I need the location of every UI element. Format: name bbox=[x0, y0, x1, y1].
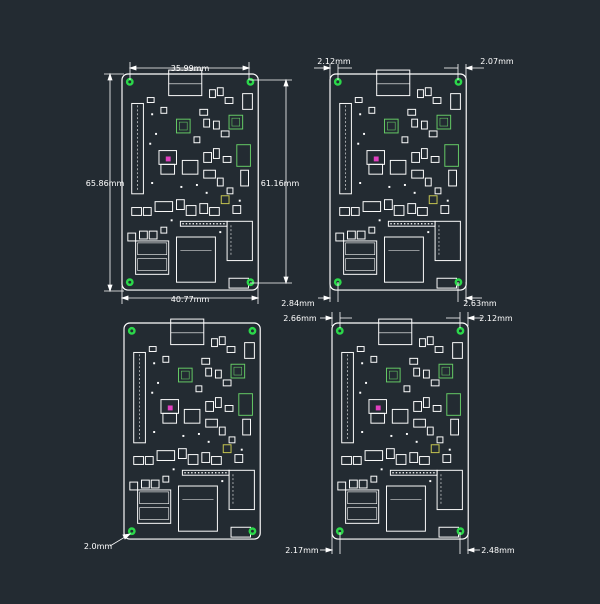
dimension-offset-bottom-right bbox=[457, 282, 482, 302]
board-top-right: 2.12mm 2.07mm 2.84mm 2.63mm bbox=[281, 57, 514, 308]
dimension-width-bottom bbox=[120, 286, 260, 304]
board-outline bbox=[121, 69, 259, 291]
dimension-label: 40.77mm bbox=[171, 295, 210, 304]
dimension-offset-bottom-right bbox=[459, 532, 480, 554]
dimension-offset-top-right bbox=[444, 64, 484, 80]
dimension-offset-top-right bbox=[446, 312, 482, 328]
dimension-label: 61.16mm bbox=[261, 179, 300, 188]
dimension-label: 2.12mm bbox=[479, 314, 513, 323]
dimension-label: 2.84mm bbox=[281, 299, 315, 308]
dimension-label: 35.99mm bbox=[171, 64, 210, 73]
board-outline bbox=[329, 69, 467, 291]
dimension-label: 2.66mm bbox=[283, 314, 317, 323]
dimension-label: 2.17mm bbox=[285, 546, 319, 555]
dimension-label: 65.86mm bbox=[86, 179, 125, 188]
dimension-label: 2.63mm bbox=[463, 299, 497, 308]
dimension-offset-bottom-left bbox=[318, 282, 339, 302]
dimension-offset-top-left bbox=[320, 312, 352, 328]
dimension-label: 2.07mm bbox=[480, 57, 514, 66]
dimension-hole-diameter bbox=[109, 533, 132, 547]
board-bottom-right: 2.66mm 2.12mm 2.17mm 2.48mm bbox=[283, 312, 515, 555]
board-outline bbox=[331, 318, 469, 540]
board-outline bbox=[123, 318, 261, 540]
dimension-height-right bbox=[250, 78, 292, 285]
dimension-label: 2.12mm bbox=[317, 57, 351, 66]
dimension-height-left bbox=[104, 72, 124, 293]
dimension-offset-top-left bbox=[314, 64, 352, 80]
board-bottom-left: 2.0mm bbox=[84, 318, 261, 551]
board-top-left: 35.99mm 40.77mm 65.86mm 61.16mm bbox=[86, 62, 300, 304]
dimension-label: 2.0mm bbox=[84, 542, 113, 551]
dimension-width-top bbox=[128, 62, 251, 80]
dimension-offset-bottom-left bbox=[320, 532, 341, 554]
dimension-label: 2.48mm bbox=[481, 546, 515, 555]
